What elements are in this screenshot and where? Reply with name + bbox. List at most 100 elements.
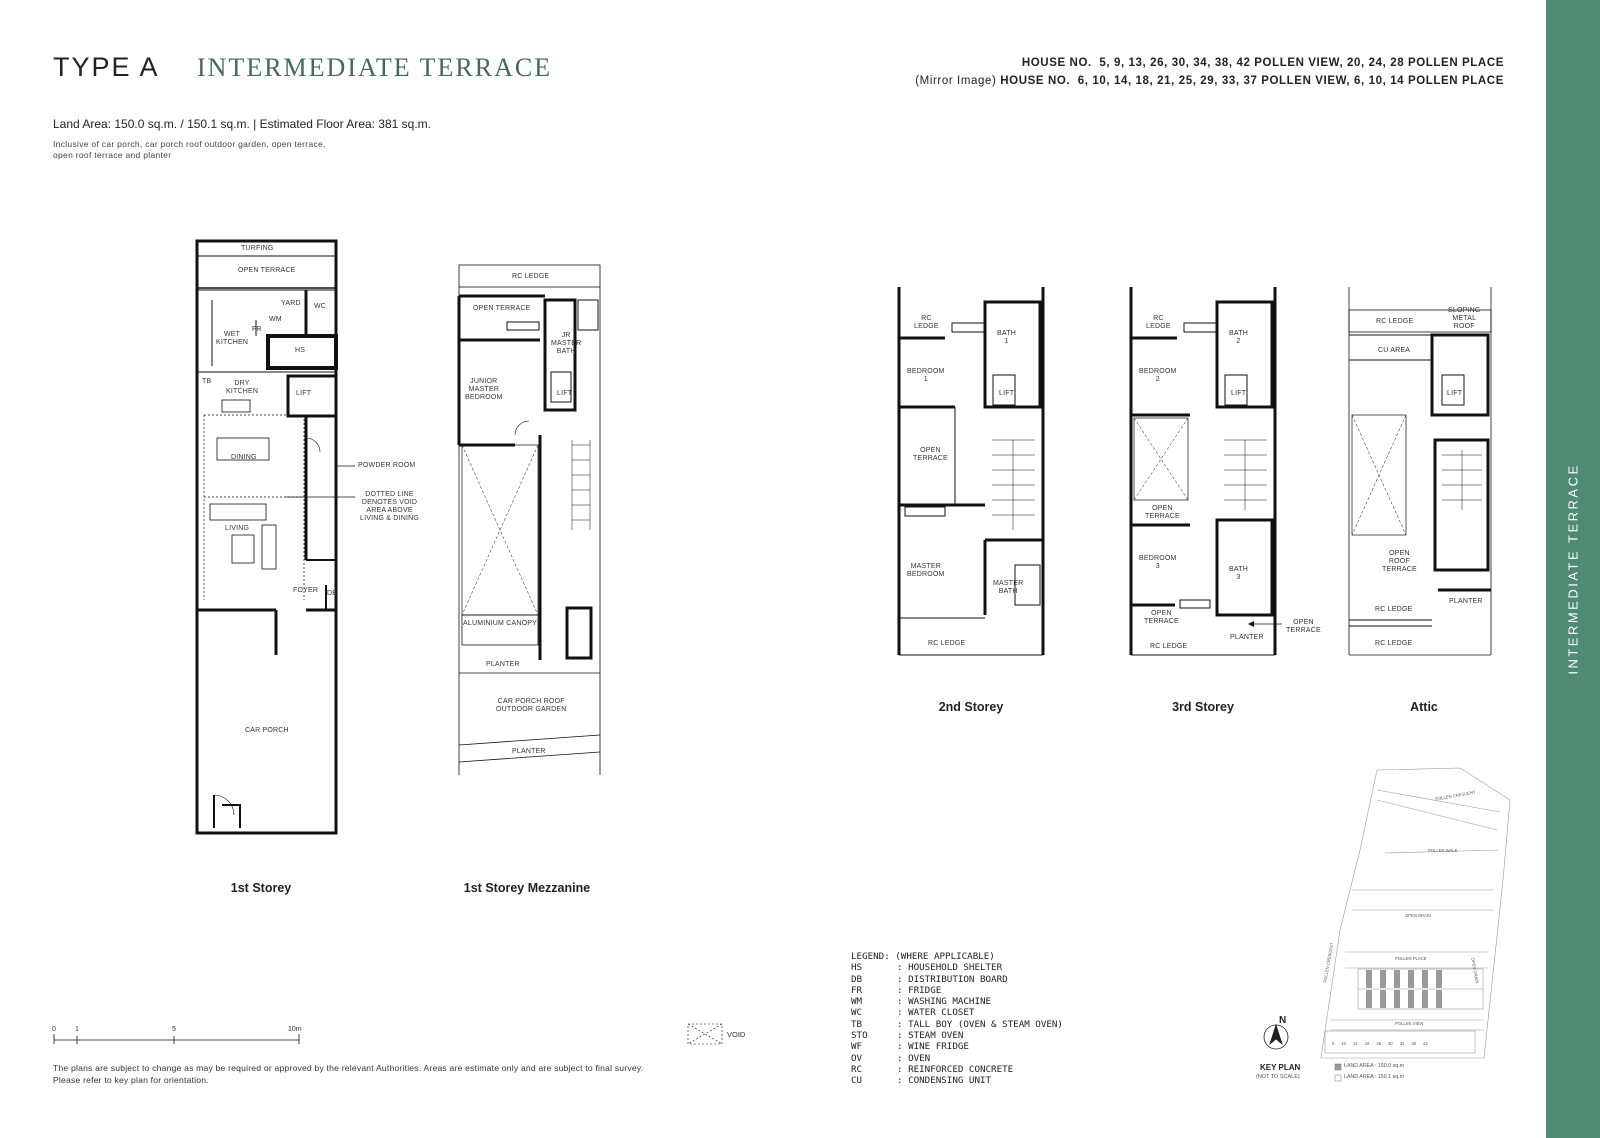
label-foyer: FOYER	[293, 587, 319, 594]
label-tb: TB	[202, 378, 212, 385]
legend-abbr: CU	[851, 1075, 863, 1087]
legend-desc: : WATER CLOSET	[897, 1007, 975, 1019]
land-area-b-swatch	[1334, 1074, 1342, 1082]
legend-row: WF : WINE FRIDGE	[851, 1041, 1063, 1052]
legend-row: FR : FRIDGE	[851, 985, 1063, 996]
label-mezz-lift: LIFT	[557, 390, 573, 397]
label-2nd-rc-ledge-top: RC LEDGE	[914, 315, 939, 331]
key-plan-title: KEY PLAN	[1260, 1063, 1301, 1072]
label-wc: WC	[314, 303, 327, 310]
legend-abbr: FR	[851, 984, 863, 996]
type-name: INTERMEDIATE TERRACE	[197, 53, 553, 82]
street-open-drain-mid: OPEN DRAIN	[1405, 913, 1432, 918]
north-label: N	[1279, 1015, 1287, 1026]
scale-tick-1: 1	[75, 1026, 79, 1033]
label-bath-3: BATH 3	[1229, 566, 1248, 582]
label-dry-kitchen: DRY KITCHEN	[226, 380, 259, 396]
unit-number: 26	[1376, 1041, 1382, 1046]
label-master-bath: MASTER BATH	[993, 580, 1024, 596]
legend: LEGEND: (WHERE APPLICABLE) HS : HOUSEHOLD…	[851, 951, 1063, 1087]
label-attic-rc-ledge-bottom: RC LEDGE	[1375, 640, 1413, 647]
side-tab-label: INTERMEDIATE TERRACE	[1565, 463, 1581, 675]
legend-row: CU : CONDENSING UNIT	[851, 1075, 1063, 1086]
label-2nd-lift: LIFT	[999, 390, 1015, 397]
mirror-house-prefix: HOUSE NO.	[1000, 75, 1071, 87]
label-mezz-open-terrace: OPEN TERRACE	[473, 305, 531, 312]
attic-walls	[1348, 287, 1492, 656]
legend-row: DB: DISTRIBUTION BOARD	[851, 974, 1063, 985]
legend-title: LEGEND: (WHERE APPLICABLE)	[851, 951, 995, 962]
void-symbol-icon	[687, 1023, 723, 1045]
unit-number: 18	[1364, 1041, 1370, 1046]
label-turfing: TURFING	[241, 245, 274, 252]
label-cu-area: CU AREA	[1378, 347, 1411, 354]
second-storey-walls	[897, 287, 1045, 656]
legend-abbr: WF	[851, 1041, 863, 1053]
land-area-a-swatch	[1334, 1063, 1342, 1071]
mirror-prefix: (Mirror Image)	[915, 75, 997, 87]
label-wm: WM	[269, 316, 282, 323]
house-list: 5, 9, 13, 26, 30, 34, 38, 42 POLLEN VIEW…	[1099, 57, 1504, 69]
label-3rd-open-terrace-bottom: OPEN TERRACE	[1144, 610, 1179, 626]
label-3rd-planter: PLANTER	[1230, 634, 1264, 641]
area-note-line-1: Inclusive of car porch, car porch roof o…	[53, 139, 326, 149]
label-bath-1: BATH 1	[997, 330, 1016, 346]
label-3rd-rc-ledge-bottom: RC LEDGE	[1150, 643, 1188, 650]
label-mezz-planter-bottom: PLANTER	[512, 748, 546, 755]
label-fr: FR	[252, 326, 262, 333]
legend-desc: : FRIDGE	[897, 984, 942, 996]
label-attic-rc-ledge-mid: RC LEDGE	[1375, 606, 1413, 613]
unit-number: 30	[1388, 1041, 1393, 1046]
label-attic-rc-ledge-top: RC LEDGE	[1376, 318, 1414, 325]
label-master-bedroom: MASTER BEDROOM	[907, 563, 945, 579]
disclaimer-line-1: The plans are subject to change as may b…	[53, 1063, 644, 1073]
label-aluminium-canopy: ALUMINIUM CANOPY	[463, 620, 537, 627]
label-db: DB	[327, 590, 338, 597]
label-attic-lift: LIFT	[1447, 390, 1463, 397]
disclaimer-line-2: Please refer to key plan for orientation…	[53, 1074, 209, 1085]
legend-abbr: HS	[851, 962, 863, 974]
label-dining: DINING	[231, 454, 257, 461]
scale-tick-5: 5	[172, 1026, 176, 1033]
key-legend-land-area-b: LAND AREA : 150.1 sq.m	[1344, 1074, 1405, 1080]
street-pollen-place: POLLEN PLACE	[1395, 956, 1427, 961]
legend-desc: : WINE FRIDGE	[897, 1041, 969, 1053]
label-3rd-open-terrace-mid: OPEN TERRACE	[1145, 505, 1180, 521]
third-storey-walls	[1129, 287, 1282, 656]
legend-desc: : DISTRIBUTION BOARD	[897, 973, 1008, 985]
house-numbers: HOUSE NO. 5, 9, 13, 26, 30, 34, 38, 42 P…	[1022, 57, 1504, 69]
scale-bar	[53, 1034, 300, 1044]
legend-row: STO: STEAM OVEN	[851, 1030, 1063, 1041]
side-tab-bar	[1546, 0, 1600, 1138]
legend-abbr: TB	[851, 1018, 863, 1030]
caption-attic: Attic	[1410, 700, 1438, 714]
caption-mezzanine: 1st Storey Mezzanine	[463, 881, 591, 895]
legend-row: RC: REINFORCED CONCRETE	[851, 1064, 1063, 1075]
legend-desc: : CONDENSING UNIT	[897, 1075, 992, 1087]
first-storey-walls	[195, 239, 338, 835]
callout-3rd-open-terrace: OPEN TERRACE	[1286, 619, 1321, 635]
street-pollen-view: POLLEN VIEW	[1395, 1021, 1424, 1026]
callout-dotted-line: DOTTED LINE DENOTES VOID AREA ABOVE LIVI…	[360, 491, 420, 523]
label-3rd-lift: LIFT	[1231, 390, 1247, 397]
unit-number: 14	[1353, 1041, 1358, 1046]
caption-1st-storey: 1st Storey	[230, 881, 292, 895]
unit-number: 10	[1341, 1041, 1347, 1046]
key-plan-site	[1320, 767, 1511, 1059]
unit-number: 42	[1423, 1041, 1428, 1046]
legend-desc: : TALL BOY (OVEN & STEAM OVEN)	[897, 1018, 1063, 1030]
legend-desc: : HOUSEHOLD SHELTER	[897, 962, 1003, 974]
house-prefix: HOUSE NO.	[1021, 57, 1092, 69]
label-attic-planter: PLANTER	[1449, 598, 1483, 605]
caption-2nd-storey: 2nd Storey	[938, 700, 1004, 714]
legend-abbr: STO	[851, 1030, 868, 1042]
label-bath-2: BATH 2	[1229, 330, 1248, 346]
area-summary: Land Area: 150.0 sq.m. / 150.1 sq.m. | E…	[53, 117, 431, 131]
legend-desc: : WASHING MACHINE	[897, 996, 992, 1008]
label-open-roof-terrace: OPEN ROOF TERRACE	[1382, 550, 1417, 574]
legend-row: WM: WASHING MACHINE	[851, 996, 1063, 1007]
street-pollen-walk: POLLEN WALK	[1428, 848, 1458, 853]
unit-number: 6	[1332, 1041, 1335, 1046]
label-junior-master-bedroom: JUNIOR MASTER BEDROOM	[465, 378, 503, 402]
disclaimer: The plans are subject to change as may b…	[53, 1063, 773, 1086]
